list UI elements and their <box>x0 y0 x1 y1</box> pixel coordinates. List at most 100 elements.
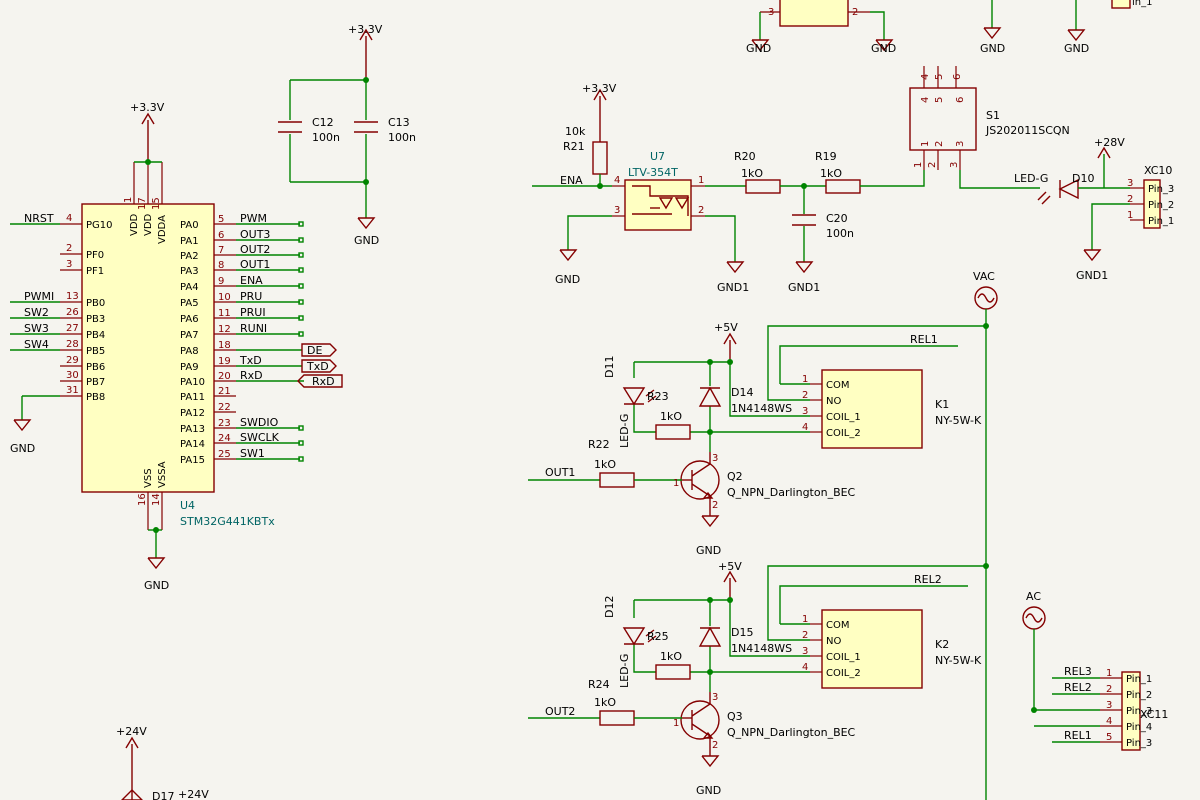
u7-optocoupler[interactable] <box>612 179 705 231</box>
r20-ref: R20 <box>734 150 756 163</box>
xc11-pin3-num: 3 <box>1106 700 1112 711</box>
d17-vcc-label: +24V <box>116 725 147 738</box>
u4-left-net-label: SW2 <box>24 306 49 319</box>
k1-vcc-label: +5V <box>714 321 738 334</box>
u4-pin-number: 19 <box>218 356 231 367</box>
s1-body <box>909 87 977 151</box>
d11-ref: D11 <box>603 356 616 378</box>
net-end-marker <box>298 221 304 227</box>
u4-pin-number: 8 <box>218 260 224 271</box>
net-end-marker <box>298 440 304 446</box>
u4-pin-name: PA1 <box>180 236 199 247</box>
s1-inner-top-pin-6: 6 <box>955 97 966 103</box>
k1-value: NY-5W-K <box>935 414 982 427</box>
u4-vcc-label: +3.3V <box>130 101 165 114</box>
k2-pin4-num: 4 <box>802 662 808 673</box>
u4-pin-num-1: 1 <box>123 197 134 203</box>
u4-ref: U4 <box>180 499 195 512</box>
k2-section-wiring <box>633 570 968 692</box>
d15-value: 1N4148WS <box>731 642 792 655</box>
hier-rxd-label: RxD <box>312 375 335 388</box>
k1-pin2-name: NO <box>826 396 841 407</box>
q3-ref: Q3 <box>727 710 743 723</box>
s1-inner-bottom-pin-3: 3 <box>955 141 966 147</box>
u4-pin-number: 24 <box>218 433 231 444</box>
u4-pin-number: 7 <box>218 245 224 256</box>
d12-value: LED-G <box>618 654 631 688</box>
r24-value: 1kO <box>594 696 616 709</box>
rel1-net-label: REL1 <box>910 333 938 346</box>
u4-pin-number: 4 <box>66 213 72 224</box>
net-end-marker <box>298 331 304 337</box>
u4-right-net-label: PRUI <box>240 306 266 319</box>
xc10-connector[interactable] <box>1083 179 1161 262</box>
u4-right-net-label: TxD <box>239 354 262 367</box>
u4-value: STM32G441KBTx <box>180 515 275 528</box>
d14-ref: D14 <box>731 386 753 399</box>
top-gnd-1: GND <box>746 42 771 55</box>
k1-pin4-num: 4 <box>802 422 808 433</box>
u4-top-pins: 1 17 15 VDD VDD VDDA <box>123 162 168 244</box>
s1-inner-top-pin-5: 5 <box>934 97 945 103</box>
u4-right-net-label: SWDIO <box>240 416 279 429</box>
u4-pin-name: PB0 <box>86 298 105 309</box>
u4-right-net-label: ENA <box>240 274 263 287</box>
r21-vcc-label: +3.3V <box>582 82 617 95</box>
u4-pin-number: 27 <box>66 323 79 334</box>
u4-pin-name: PA5 <box>180 298 199 309</box>
r21-ref: R21 <box>563 140 585 153</box>
d17-partial <box>121 736 143 800</box>
u4-pin-number: 23 <box>218 418 231 429</box>
net-end-marker <box>298 425 304 431</box>
u4-pin-number: 11 <box>218 308 231 319</box>
d17-p24-label: +24V <box>178 788 209 800</box>
r23-ref: R23 <box>647 390 669 403</box>
q2-pin2: 2 <box>712 500 718 511</box>
u4-pin-name-vdd2: VDD <box>143 213 154 236</box>
k2-ref: K2 <box>935 638 949 651</box>
k2-pin4-name: COIL_2 <box>826 668 861 679</box>
u4-pin-num-16: 16 <box>137 493 148 506</box>
net-end-marker <box>298 456 304 462</box>
s1-inner-top-pin-4: 4 <box>920 97 931 103</box>
u4-right-net-label: SW1 <box>240 447 265 460</box>
xc11-net-rel1: REL1 <box>1064 729 1092 742</box>
u4-pin-number: 29 <box>66 355 79 366</box>
u4-pin-name: PA8 <box>180 346 199 357</box>
r22-value: 1kO <box>594 458 616 471</box>
u4-pin-name: PA12 <box>180 408 205 419</box>
k2-pin2-name: NO <box>826 636 841 647</box>
u4-mcu[interactable]: 4PG10NRST2PF03PF113PB0PWMI26PB3SW227PB4S… <box>10 203 304 528</box>
k1-relay[interactable] <box>810 369 923 449</box>
net-end-marker <box>298 237 304 243</box>
decoupling-caps <box>278 28 378 230</box>
u4-pin-number: 26 <box>66 307 79 318</box>
k2-relay[interactable] <box>810 609 923 689</box>
caps-vcc-label: +3.3V <box>348 23 383 36</box>
xc11-connector[interactable] <box>1052 671 1141 751</box>
top-gnd-3: GND <box>980 42 1005 55</box>
hier-labels: DE TxD RxD <box>284 343 343 388</box>
q3-pin3: 3 <box>712 692 718 703</box>
u4-power-wiring <box>13 112 166 570</box>
s1-switch[interactable] <box>909 66 977 170</box>
u4-pin-name: PB3 <box>86 314 105 325</box>
net-end-marker <box>298 267 304 273</box>
net-end-marker <box>298 252 304 258</box>
r19-value: 1kO <box>820 167 842 180</box>
r21-value: 10k <box>565 125 586 138</box>
xc11-pin2-name: Pin_2 <box>1126 690 1152 701</box>
ac-source <box>1022 606 1080 727</box>
u4-pin-name-vssa: VSSA <box>157 461 168 488</box>
xc11-pin1-name: Pin_1 <box>1126 674 1152 685</box>
c12-value: 100n <box>312 131 340 144</box>
r24-ref: R24 <box>588 678 610 691</box>
